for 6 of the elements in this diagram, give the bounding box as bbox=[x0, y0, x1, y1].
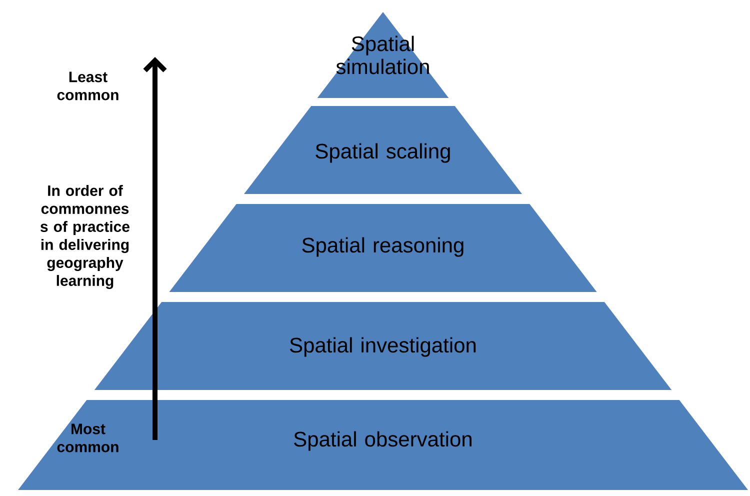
pyramid-level: Spatial investigation bbox=[94, 302, 672, 390]
side-label: Least common bbox=[57, 72, 118, 100]
pyramid-level: Spatial reasoning bbox=[169, 204, 597, 292]
pyramid-level: Spatial scaling bbox=[244, 106, 522, 194]
side-label: In order of commonnes s of practice in delivering geography learning bbox=[40, 184, 130, 290]
side-label: Most common bbox=[57, 424, 118, 452]
